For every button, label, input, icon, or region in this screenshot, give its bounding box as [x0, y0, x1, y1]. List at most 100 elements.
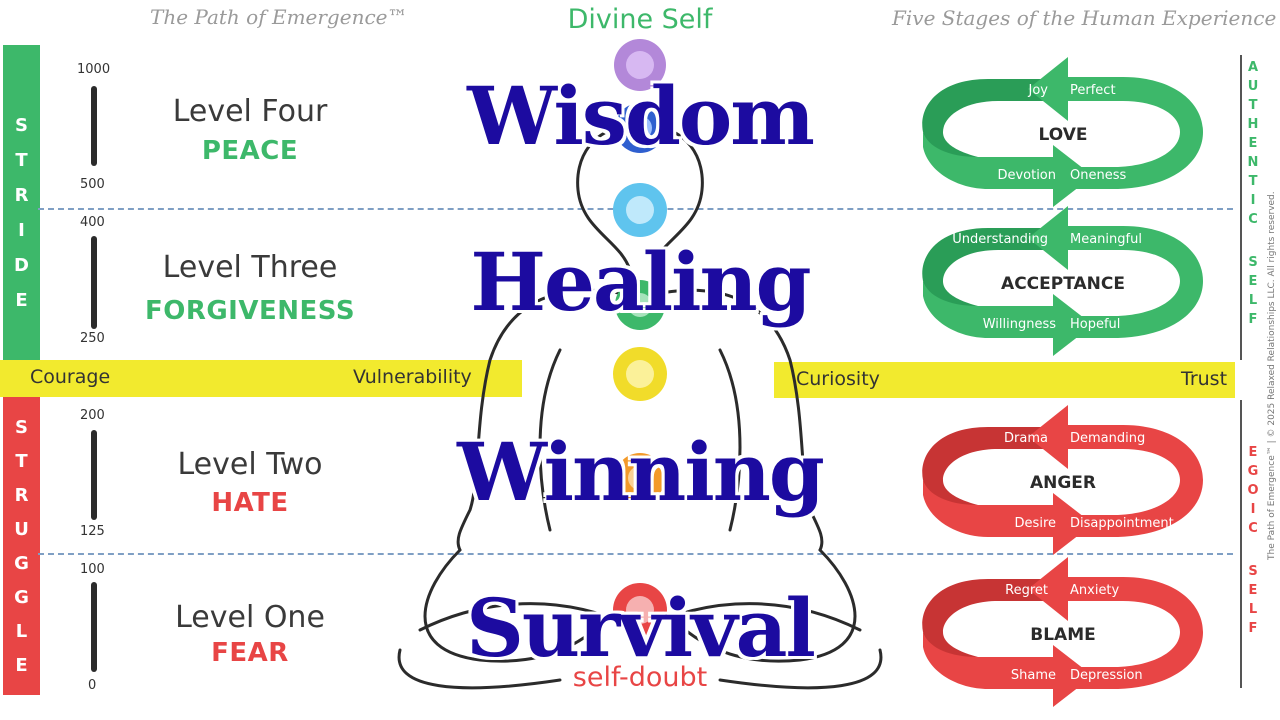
vertical-letter: S	[1248, 564, 1258, 579]
vertical-letter: E	[1248, 274, 1258, 289]
level-one-emotion: FEAR	[211, 638, 289, 668]
vertical-letter: L	[1248, 602, 1258, 617]
struggle-letter: U	[14, 519, 29, 540]
tick-200: 200	[80, 408, 105, 423]
tick-400: 400	[80, 215, 105, 230]
cycle-arrows-icon	[922, 405, 1203, 555]
cycle-arrows-icon	[922, 557, 1203, 707]
tick-250: 250	[80, 331, 105, 346]
cycle-center-label: LOVE	[1038, 125, 1088, 145]
scale-line-three	[91, 236, 97, 329]
path-title: The Path of Emergence™	[150, 5, 408, 29]
stride-letter: D	[14, 255, 29, 276]
cycle-label-br: Oneness	[1070, 168, 1127, 183]
cycle-label-br: Hopeful	[1070, 317, 1121, 332]
tick-0: 0	[88, 678, 97, 693]
struggle-letter: T	[15, 451, 28, 472]
vertical-letter: T	[1248, 98, 1258, 113]
vertical-letter: U	[1247, 79, 1259, 94]
stride-letter: I	[18, 220, 25, 241]
trust-label: Trust	[1181, 368, 1228, 390]
cycle-label-tl: Understanding	[952, 232, 1048, 247]
stage-survival: Survival	[466, 581, 816, 675]
vertical-letter: S	[1248, 255, 1258, 270]
stride-letter: R	[14, 185, 29, 206]
tick-500: 500	[80, 177, 105, 192]
cycle-arrows-icon	[922, 206, 1203, 356]
divider-lower	[38, 553, 1233, 555]
level-three-title: Level Three	[162, 250, 338, 285]
vertical-letter: F	[1248, 621, 1258, 636]
cycle-arrows-icon	[922, 57, 1203, 207]
vertical-letter: N	[1247, 155, 1259, 170]
vertical-letter: O	[1247, 483, 1259, 498]
stride-letter: T	[15, 150, 28, 171]
cycle-label-bl: Devotion	[997, 168, 1056, 183]
vertical-letter: I	[1250, 193, 1256, 208]
vulnerability-label: Vulnerability	[353, 366, 472, 388]
tick-1000: 1000	[77, 62, 111, 77]
struggle-letter: G	[14, 587, 29, 608]
right-rule-bottom	[1240, 400, 1242, 688]
struggle-letter: R	[14, 485, 29, 506]
stride-letter: E	[15, 290, 28, 311]
vertical-letter: T	[1248, 174, 1258, 189]
threshold-band-left: Courage Vulnerability	[0, 360, 522, 397]
cycle-label-tr: Demanding	[1070, 431, 1146, 446]
cycle-label-tr: Anxiety	[1070, 583, 1120, 598]
level-two-emotion: HATE	[211, 488, 289, 518]
cycle-center-label: BLAME	[1030, 625, 1096, 645]
vertical-letter: G	[1247, 464, 1259, 479]
cycle-label-br: Disappointment	[1070, 516, 1174, 531]
cycle-center-label: ACCEPTANCE	[1001, 274, 1125, 294]
struggle-letter: G	[14, 553, 29, 574]
stages-title: Five Stages of the Human Experience	[892, 6, 1277, 30]
right-rule-top	[1240, 55, 1242, 360]
stage-healing: Healing	[470, 235, 811, 329]
tick-100: 100	[80, 562, 105, 577]
crown-chakra-icon	[614, 39, 666, 91]
scale-line-two	[91, 430, 97, 520]
throat-chakra-icon	[613, 183, 667, 237]
cycle-label-tr: Perfect	[1070, 83, 1116, 98]
level-one-title: Level One	[175, 600, 325, 635]
stride-letter: S	[15, 115, 28, 136]
struggle-letter: S	[15, 417, 28, 438]
heart-chakra-icon	[615, 280, 665, 330]
root-chakra-icon	[613, 583, 667, 637]
vertical-letter: E	[1248, 583, 1258, 598]
copyright-notice: The Path of Emergence™ | © 2025 Relaxed …	[1267, 191, 1277, 560]
cycle-label-tl: Joy	[1028, 83, 1048, 98]
cycle-label-bl: Shame	[1010, 668, 1056, 683]
scale-line-four	[91, 86, 97, 166]
struggle-letter: L	[15, 621, 28, 642]
vertical-letter: F	[1248, 312, 1258, 327]
cycle-label-bl: Desire	[1014, 516, 1056, 531]
cycle-label-tl: Drama	[1004, 431, 1048, 446]
vertical-letter: C	[1248, 212, 1258, 227]
scale-line-one	[91, 582, 97, 672]
cycle-label-bl: Willingness	[982, 317, 1056, 332]
cycle-label-tl: Regret	[1005, 583, 1048, 598]
third-eye-chakra-icon	[615, 103, 665, 153]
meditation-figure	[397, 39, 883, 690]
cycle-label-br: Depression	[1070, 668, 1143, 683]
cycle-center-label: ANGER	[1029, 473, 1097, 493]
threshold-band-right: Curiosity Trust	[774, 362, 1235, 398]
stage-winning: Winning	[457, 425, 825, 519]
struggle-letter: E	[15, 655, 28, 676]
level-four-emotion: PEACE	[201, 136, 299, 166]
vertical-letter: I	[1250, 502, 1256, 517]
solar-plexus-chakra-icon	[613, 347, 667, 401]
cycle-label-tr: Meaningful	[1070, 232, 1142, 247]
